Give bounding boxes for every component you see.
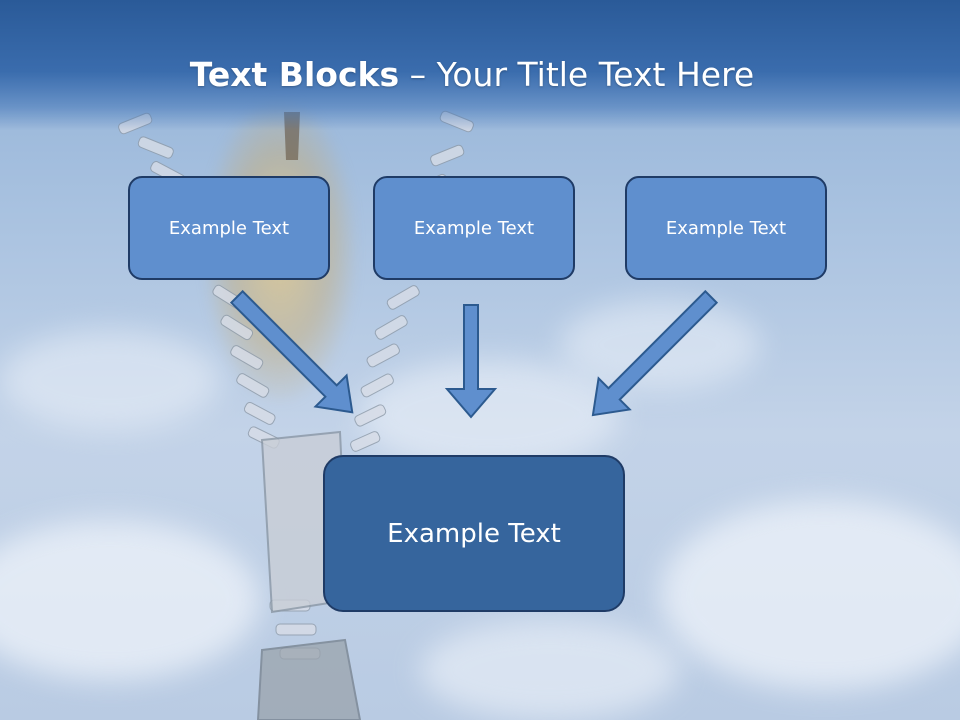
title-dash: –	[399, 55, 437, 94]
text-block-center-label: Example Text	[413, 217, 535, 239]
text-block-left-label: Example Text	[168, 217, 290, 239]
arrow-left	[229, 289, 354, 414]
text-block-center[interactable]: Example Text	[373, 176, 575, 280]
text-block-left[interactable]: Example Text	[128, 176, 330, 280]
arrow-center	[444, 304, 498, 419]
text-block-right[interactable]: Example Text	[625, 176, 827, 280]
title-band	[0, 0, 960, 130]
main-text-block[interactable]: Example Text	[323, 455, 625, 612]
main-text-block-label: Example Text	[387, 518, 561, 549]
arrow-right	[591, 289, 719, 417]
slide-title: Text Blocks – Your Title Text Here	[0, 52, 944, 98]
title-bold: Text Blocks	[189, 55, 400, 94]
text-block-right-label: Example Text	[665, 217, 787, 239]
title-rest: Your Title Text Here	[436, 55, 755, 94]
